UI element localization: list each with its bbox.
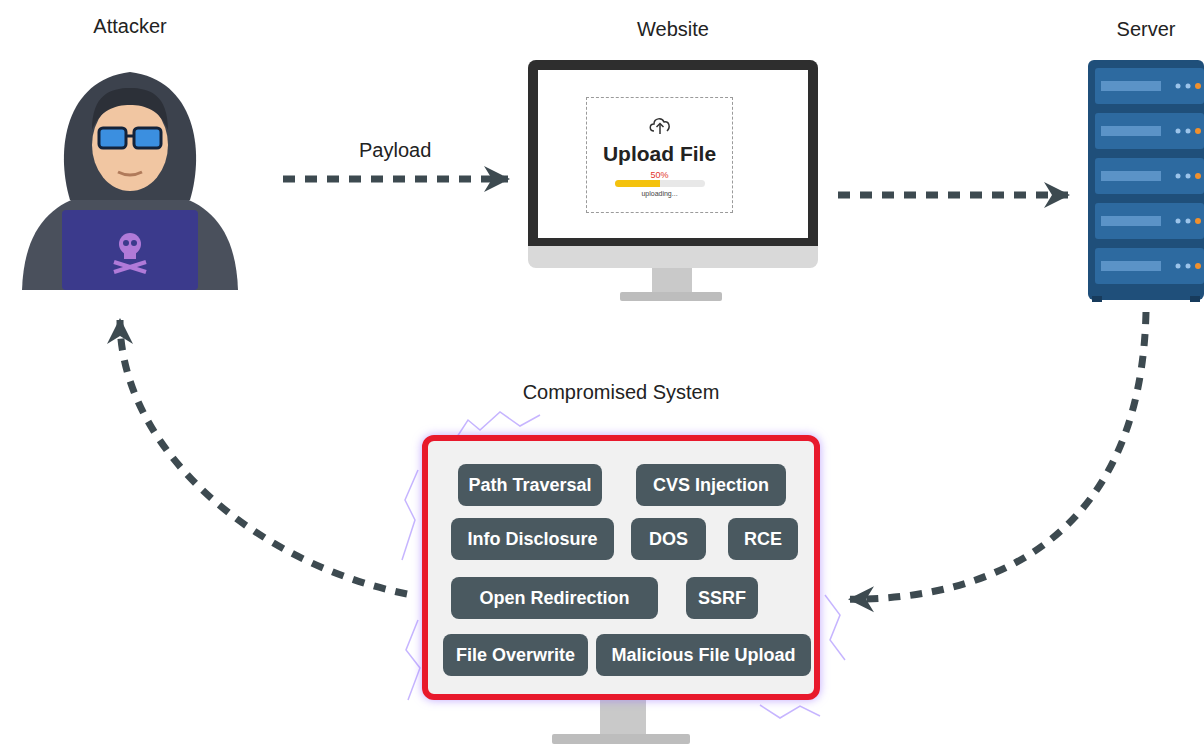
server-rack	[1088, 60, 1204, 302]
node-heading: Compromised System	[523, 381, 720, 404]
threat-pill: Malicious File Upload	[596, 634, 811, 676]
upload-icon	[647, 114, 673, 140]
threat-label: RCE	[744, 529, 782, 550]
dashed-arrow	[838, 192, 1068, 199]
cloud-upload-icon	[647, 114, 673, 136]
monitor-stand	[620, 268, 722, 301]
threat-pill: SSRF	[686, 577, 758, 619]
threat-pill: CVS Injection	[636, 464, 786, 506]
threat-pill: Info Disclosure	[451, 518, 614, 560]
threat-pill: File Overwrite	[443, 634, 588, 676]
dashed-arrow	[283, 176, 508, 183]
progress-fill	[615, 180, 660, 187]
server-node: Server	[1088, 60, 1204, 300]
upload-node: Upload File 50% uploading...	[586, 97, 733, 213]
attacker-figure	[22, 72, 238, 290]
dashed-arrow	[120, 320, 407, 594]
threat-label: File Overwrite	[456, 645, 575, 666]
threat-label: SSRF	[698, 588, 746, 609]
lightning-effect	[402, 412, 845, 718]
threat-pill: Path Traversal	[458, 464, 602, 506]
figure-node: Attacker	[15, 45, 245, 290]
threat-label: CVS Injection	[653, 475, 769, 496]
progress-bar	[615, 180, 705, 187]
progress-percent: 50%	[650, 170, 668, 180]
threat-label: Info Disclosure	[467, 529, 597, 550]
threat-label: DOS	[649, 529, 688, 550]
threat-label: Open Redirection	[479, 588, 629, 609]
node-heading: Server	[1117, 18, 1176, 41]
dashed-arrow	[850, 312, 1146, 599]
monitor-node: WebsiteUpload File50%uploading...	[528, 60, 818, 268]
screen-node: Compromised SystemPath TraversalCVS Inje…	[422, 435, 820, 700]
monitor-stand	[552, 700, 690, 744]
edge-label: Payload	[356, 139, 434, 162]
threat-label: Malicious File Upload	[611, 645, 795, 666]
threat-pill: Open Redirection	[451, 577, 658, 619]
threat-label: Path Traversal	[468, 475, 591, 496]
threat-pill: DOS	[631, 518, 706, 560]
upload-title: Upload File	[603, 142, 716, 166]
node-heading: Attacker	[93, 15, 166, 38]
threat-pill: RCE	[728, 518, 798, 560]
node-heading: Website	[637, 18, 709, 41]
progress-status: uploading...	[641, 190, 677, 197]
